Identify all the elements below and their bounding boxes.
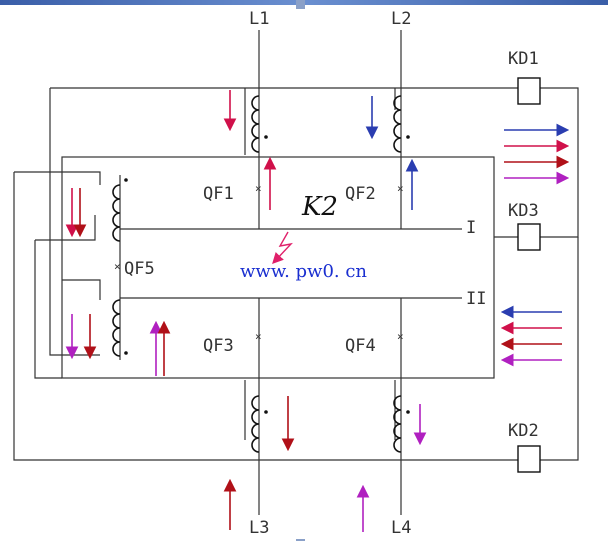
relay-KD3 (517, 223, 541, 251)
ct-coil-L4 (393, 395, 410, 453)
label-QF1: QF1 (203, 184, 234, 204)
label-KD2: KD2 (508, 421, 539, 441)
label-KD1: KD1 (508, 49, 539, 69)
label-bus-II: II (466, 289, 486, 309)
substation-box (61, 156, 495, 379)
ct-coil-L3 (251, 395, 268, 453)
svg-text:×: × (114, 260, 121, 273)
svg-text:×: × (397, 330, 404, 343)
ct-coil-L2 (393, 95, 410, 153)
relay-KD1 (517, 77, 541, 105)
svg-text:×: × (255, 330, 262, 343)
label-QF4: QF4 (345, 336, 376, 356)
kd1-circuit (50, 87, 579, 238)
top-marker (296, 0, 305, 9)
label-L4: L4 (391, 518, 411, 538)
label-QF2: QF2 (345, 184, 376, 204)
relay-KD2 (517, 445, 541, 473)
label-QF3: QF3 (203, 336, 234, 356)
label-QF5: QF5 (124, 259, 155, 279)
watermark-text: www. pw0. cn (240, 261, 367, 282)
ct-coil-L1 (251, 95, 268, 153)
fault-lightning-icon (272, 231, 293, 265)
label-L3: L3 (249, 518, 269, 538)
label-L2: L2 (391, 9, 411, 29)
ct-coil-QF5-upper (112, 178, 128, 242)
ct-coil-QF5-lower (112, 299, 128, 357)
label-L1: L1 (249, 9, 269, 29)
label-KD3: KD3 (508, 201, 539, 221)
kd2-circuit (13, 172, 579, 461)
fault-label-K2: K2 (301, 192, 338, 222)
label-bus-I: I (466, 218, 476, 238)
bottom-marker (296, 539, 305, 541)
svg-text:×: × (255, 182, 262, 195)
svg-text:×: × (397, 182, 404, 195)
